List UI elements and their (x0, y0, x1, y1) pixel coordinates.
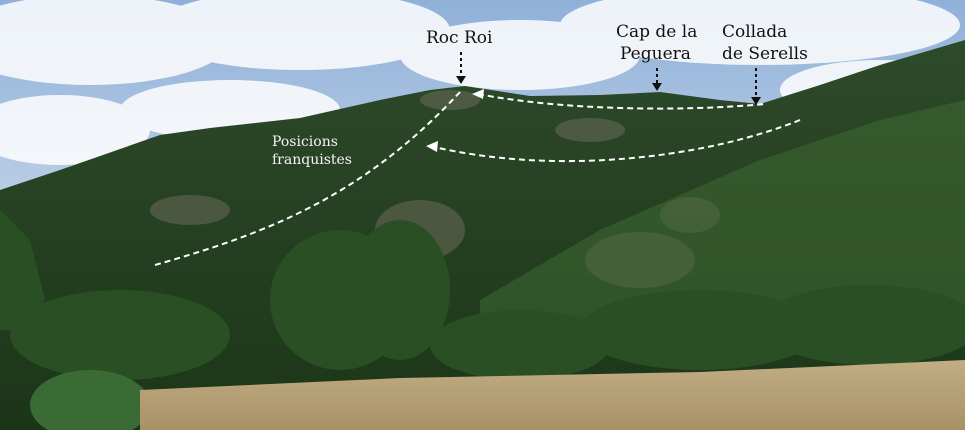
annotation-arrowheads (426, 76, 761, 152)
arrowhead-roc-roi (456, 76, 466, 84)
label-collada-line2: de Serells (722, 44, 808, 64)
annotation-lines (154, 52, 801, 266)
arrowhead-ridge (472, 89, 484, 99)
arrowhead-collada (751, 97, 761, 105)
route-line-lower (429, 119, 801, 163)
forest-slope (480, 100, 965, 330)
label-collada-line1: Collada (722, 22, 788, 42)
meadow (140, 360, 965, 430)
label-cap-peguera-line1: Cap de la (616, 22, 698, 42)
label-posicions-line2: franquistes (272, 152, 352, 168)
label-roc-roi: Roc Roi (426, 28, 493, 48)
foreground-trees (0, 210, 965, 430)
arrowhead-cap-peguera (652, 83, 662, 91)
label-cap-peguera-line2: Peguera (620, 44, 691, 64)
route-line-ridge (477, 93, 766, 110)
label-posicions-line1: Posicions (272, 134, 338, 150)
arrowhead-lower (426, 141, 438, 152)
route-line-left (154, 91, 461, 266)
